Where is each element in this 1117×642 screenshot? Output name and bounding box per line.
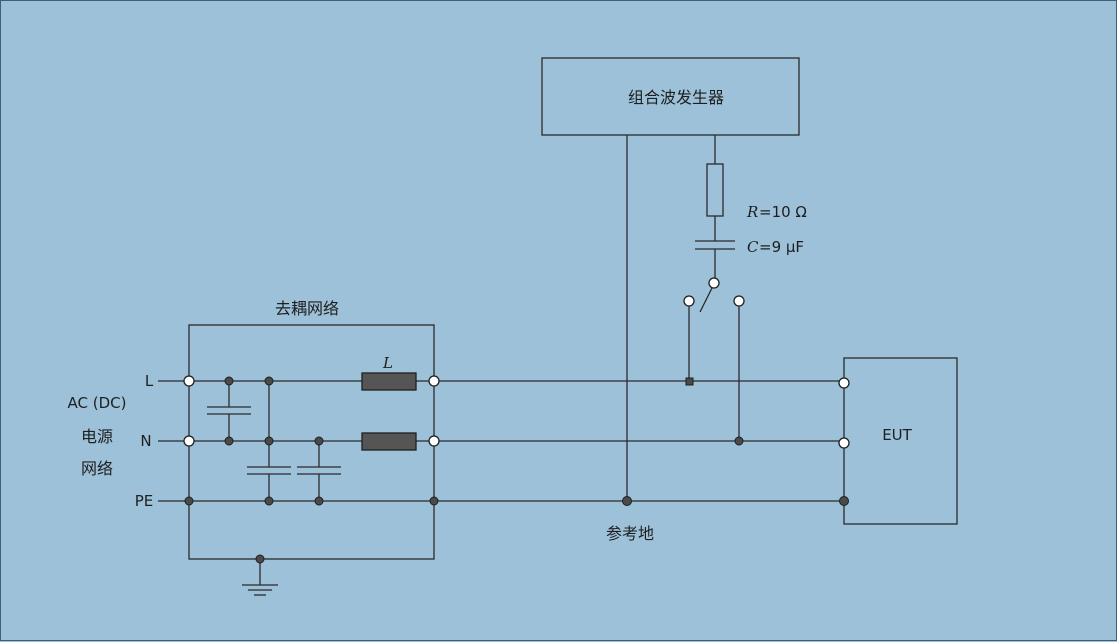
switch-pivot-terminal: [708, 277, 720, 289]
junction-dot: [264, 376, 274, 386]
label-PE: PE: [135, 492, 154, 510]
eut-label: EUT: [882, 426, 912, 444]
generator-box: [541, 57, 800, 136]
capacitor-value: =9 μF: [759, 238, 804, 256]
terminal-open: [183, 435, 195, 447]
terminal-open: [838, 437, 850, 449]
junction-dot: [224, 436, 234, 446]
source-label-1: AC (DC): [68, 394, 127, 412]
junction-dot: [264, 496, 274, 506]
switch-contact-L: [683, 295, 695, 307]
source-label-3: 网络: [81, 459, 113, 478]
junction-dot: [255, 554, 265, 564]
inductor-label: L: [382, 354, 393, 372]
coupling-resistor: [706, 163, 724, 217]
terminal-open: [428, 435, 440, 447]
generator-label: 组合波发生器: [628, 88, 724, 107]
switch-blade: [699, 287, 713, 313]
junction-square: [685, 377, 694, 386]
switch-contact-N: [733, 295, 745, 307]
junction-dot: [734, 436, 744, 446]
label-N: N: [140, 432, 151, 450]
terminal-open: [838, 377, 850, 389]
junction-dot: [224, 376, 234, 386]
decoupling-title: 去耦网络: [275, 299, 339, 318]
source-label-2: 电源: [81, 427, 113, 446]
terminal-open: [183, 375, 195, 387]
resistor-symbol: R: [746, 203, 758, 221]
inductor-L: [361, 372, 417, 391]
junction-dot: [314, 436, 324, 446]
label-L: L: [145, 372, 154, 390]
junction-dot: [429, 496, 439, 506]
capacitor-symbol: C: [747, 238, 759, 256]
reference-ground-label: 参考地: [606, 524, 654, 543]
terminal-open: [428, 375, 440, 387]
junction-dot: [314, 496, 324, 506]
junction-dot: [622, 496, 632, 506]
junction-dot: [839, 496, 849, 506]
resistor-value: =10 Ω: [759, 203, 807, 221]
inductor-N: [361, 432, 417, 451]
junction-dot: [184, 496, 194, 506]
junction-dot: [264, 436, 274, 446]
